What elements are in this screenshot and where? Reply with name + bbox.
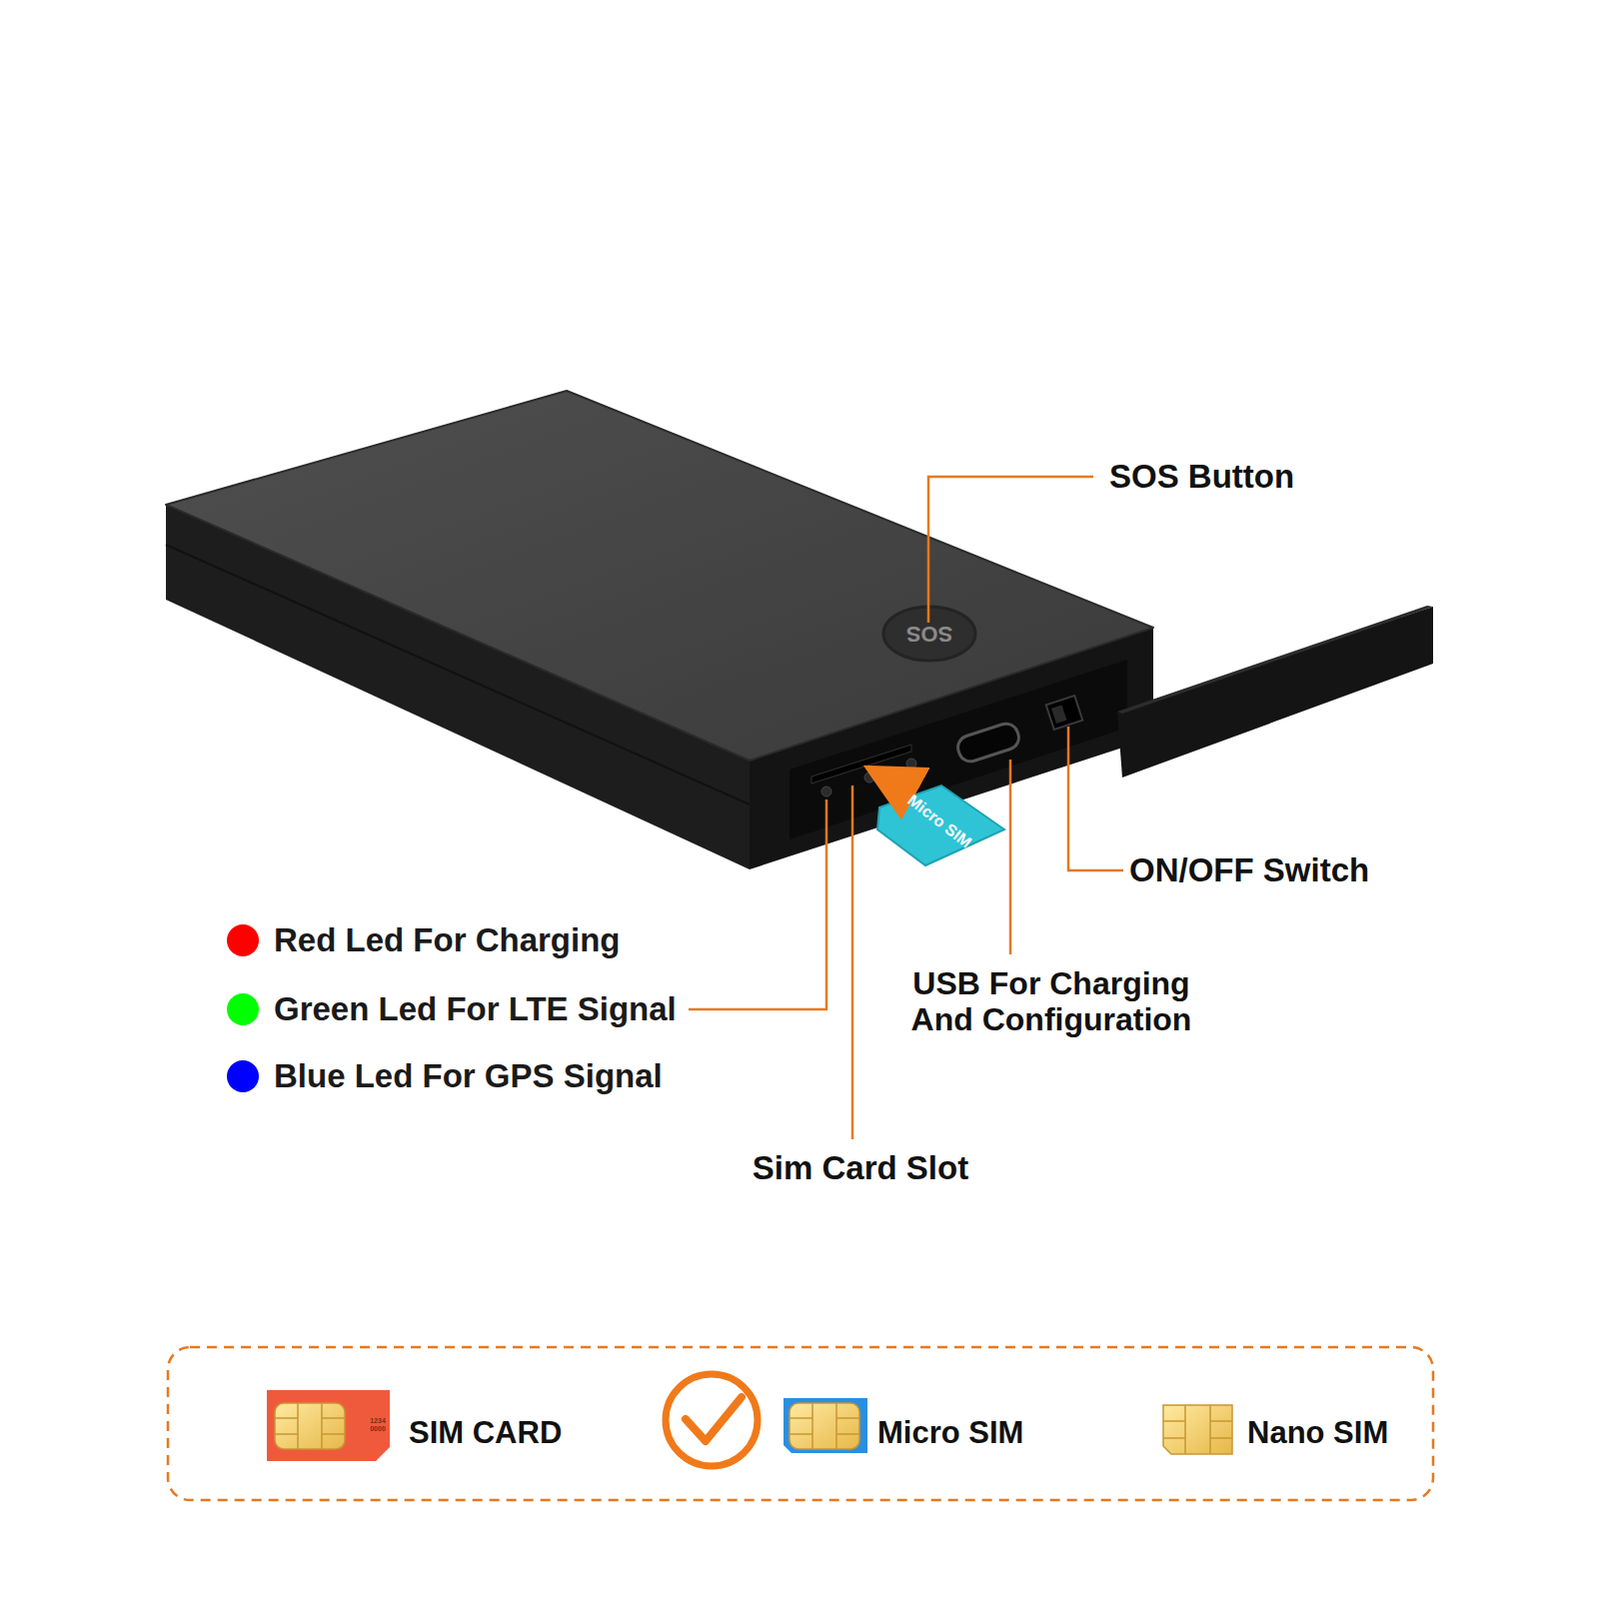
legend-text: Blue Led For GPS Signal xyxy=(273,1057,663,1096)
sim-type-label: Nano SIM xyxy=(1247,1416,1389,1452)
part-label: ON/OFF Switch xyxy=(1129,852,1370,890)
sim-number: 1234 0000 xyxy=(367,1417,388,1434)
sim-type-label: Micro SIM xyxy=(877,1416,1024,1452)
part-label: USB For Charging And Configuration xyxy=(891,966,1212,1039)
tracker-device xyxy=(165,390,1154,870)
leader-line xyxy=(851,785,855,1140)
leader-line xyxy=(1068,726,1124,871)
insert-arrow xyxy=(889,779,912,792)
part-label: SOS Button xyxy=(1109,458,1295,496)
leader-line xyxy=(928,476,1094,623)
legend-item: Blue Led For GPS Signal xyxy=(226,1057,663,1096)
check-mark xyxy=(665,1374,758,1467)
sim-type-label: SIM CARD xyxy=(408,1416,562,1452)
led-swatch xyxy=(226,993,259,1026)
port-cover xyxy=(1117,605,1434,778)
led-swatch xyxy=(226,1060,259,1093)
nano-sim-icon xyxy=(1163,1405,1233,1455)
led-swatch xyxy=(226,924,259,957)
sim-card-icon xyxy=(266,1390,390,1462)
sim-card-text: Micro SIM xyxy=(904,791,976,853)
button-text: SOS xyxy=(906,621,953,647)
legend-item: Green Led For LTE Signal xyxy=(226,990,677,1029)
leader-lines xyxy=(688,476,1124,1140)
part-label: Sim Card Slot xyxy=(752,1150,969,1188)
legend-text: Red Led For Charging xyxy=(273,921,621,960)
micro-sim-card xyxy=(877,785,1005,866)
leader-line xyxy=(688,799,827,1010)
sim-panel xyxy=(167,1347,1434,1501)
micro-sim-icon xyxy=(783,1398,868,1454)
legend-text: Green Led For LTE Signal xyxy=(273,990,677,1029)
leader-line xyxy=(1009,759,1013,955)
legend-item: Red Led For Charging xyxy=(226,921,621,960)
